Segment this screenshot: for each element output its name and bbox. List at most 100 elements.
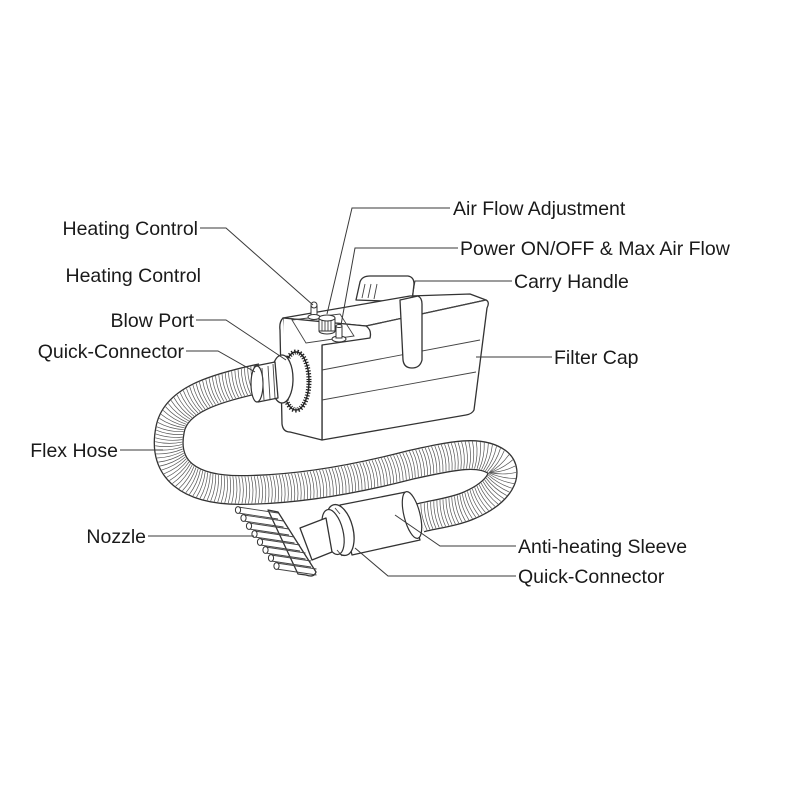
hose-rib bbox=[384, 457, 391, 484]
hose-rib bbox=[163, 458, 187, 475]
label-filter-cap: Filter Cap bbox=[554, 347, 639, 369]
nozzle bbox=[234, 506, 333, 577]
hose-rib bbox=[430, 501, 437, 529]
hose-rib bbox=[156, 426, 184, 433]
hose-rib bbox=[228, 372, 236, 399]
hose-rib bbox=[240, 368, 248, 396]
hose-rib bbox=[210, 474, 217, 502]
hose-rib bbox=[390, 455, 398, 483]
hose-rib bbox=[442, 499, 450, 526]
blower-body bbox=[279, 275, 489, 441]
hose-rib bbox=[483, 444, 493, 471]
hose-rib bbox=[278, 474, 283, 502]
hose-rib bbox=[162, 410, 187, 425]
nozzle-tubes bbox=[234, 506, 317, 576]
hose-rib bbox=[266, 475, 270, 503]
nozzle-tube-end bbox=[234, 506, 242, 514]
hose-rib bbox=[244, 368, 251, 395]
hose-rib bbox=[182, 467, 197, 492]
hose-rib bbox=[469, 490, 483, 515]
air-flow-adjustment-knob bbox=[318, 314, 336, 335]
hose-rib bbox=[445, 498, 453, 525]
hose-rib bbox=[263, 475, 267, 503]
hose-rib bbox=[365, 461, 372, 489]
hose-rib bbox=[203, 473, 211, 500]
hose-rib bbox=[189, 469, 201, 495]
hose-rib bbox=[155, 437, 183, 441]
heating-control-knob bbox=[307, 301, 321, 320]
nozzle-tube-end bbox=[256, 538, 264, 546]
hose-rib bbox=[476, 485, 493, 509]
hose-rib bbox=[250, 476, 254, 504]
hose-rib bbox=[285, 474, 289, 502]
hose-rib bbox=[303, 472, 308, 500]
hose-rib bbox=[160, 413, 186, 427]
hose-rib bbox=[431, 446, 438, 474]
hose-rib bbox=[464, 441, 468, 469]
hose-rib bbox=[439, 499, 446, 527]
hose-rib bbox=[272, 475, 276, 503]
quick-connector-top-part bbox=[250, 354, 294, 404]
hose-rib bbox=[374, 459, 382, 486]
hose-rib bbox=[161, 456, 186, 471]
hose-rib bbox=[485, 446, 497, 472]
hose-rib bbox=[459, 494, 470, 521]
hose-rib bbox=[167, 403, 189, 422]
hose-rib bbox=[238, 476, 241, 504]
hose-rib bbox=[331, 468, 337, 495]
hose-rib bbox=[476, 441, 481, 469]
hose-rib bbox=[155, 433, 183, 438]
hose-rib bbox=[231, 371, 239, 398]
hose-rib bbox=[217, 475, 222, 503]
hose-rib bbox=[353, 464, 360, 491]
hose-rib bbox=[224, 475, 228, 503]
hose-rib bbox=[294, 473, 299, 501]
hose-rib bbox=[448, 497, 456, 525]
hose-rib bbox=[227, 476, 232, 504]
hose-rib bbox=[377, 458, 385, 486]
labels: Heating Control Heating Control Blow Por… bbox=[30, 198, 730, 588]
anti-heating-sleeve bbox=[339, 491, 423, 556]
hose-rib bbox=[424, 447, 432, 475]
hose-rib bbox=[206, 473, 214, 501]
hose-rib bbox=[480, 482, 499, 505]
hose-rib bbox=[396, 454, 404, 481]
hose-rib bbox=[172, 463, 191, 484]
hose-rib bbox=[312, 470, 318, 498]
hose-rib bbox=[182, 390, 199, 414]
hose-rib bbox=[447, 443, 453, 471]
hose-rib bbox=[178, 466, 195, 489]
nozzle-tube bbox=[243, 514, 284, 528]
hose-rib bbox=[158, 452, 184, 463]
hose-rib bbox=[434, 445, 441, 473]
nozzle-tube-end bbox=[245, 522, 253, 530]
nozzle-tube-end bbox=[267, 554, 275, 562]
hose-rib bbox=[213, 474, 219, 502]
hose-rib bbox=[488, 473, 515, 484]
hose-rib bbox=[275, 475, 280, 503]
hose-rib bbox=[488, 472, 516, 479]
hose-rib bbox=[269, 475, 273, 503]
hose-rib bbox=[281, 474, 286, 502]
hose-rib bbox=[454, 496, 463, 523]
leader-lines bbox=[120, 207, 552, 577]
hose-rib bbox=[220, 475, 225, 503]
hose-rib bbox=[359, 462, 366, 490]
hose-rib bbox=[291, 473, 296, 501]
hose-rib bbox=[186, 388, 201, 413]
hose-rib bbox=[155, 441, 183, 444]
hose-rib bbox=[479, 442, 485, 470]
hose-rib bbox=[436, 500, 443, 528]
hose-rib bbox=[428, 447, 435, 474]
hose-rib bbox=[440, 444, 447, 472]
nozzle-tube bbox=[270, 554, 312, 568]
hose-rib bbox=[468, 441, 471, 469]
hose-rib bbox=[487, 476, 510, 493]
hose-rib bbox=[423, 503, 431, 530]
hose-rib bbox=[237, 369, 245, 396]
hose-rib bbox=[433, 501, 440, 528]
hose-rib bbox=[156, 448, 183, 455]
label-quick-connector-bottom: Quick-Connector bbox=[518, 566, 665, 588]
hose-rib bbox=[218, 374, 228, 401]
hose-rib bbox=[234, 476, 238, 504]
